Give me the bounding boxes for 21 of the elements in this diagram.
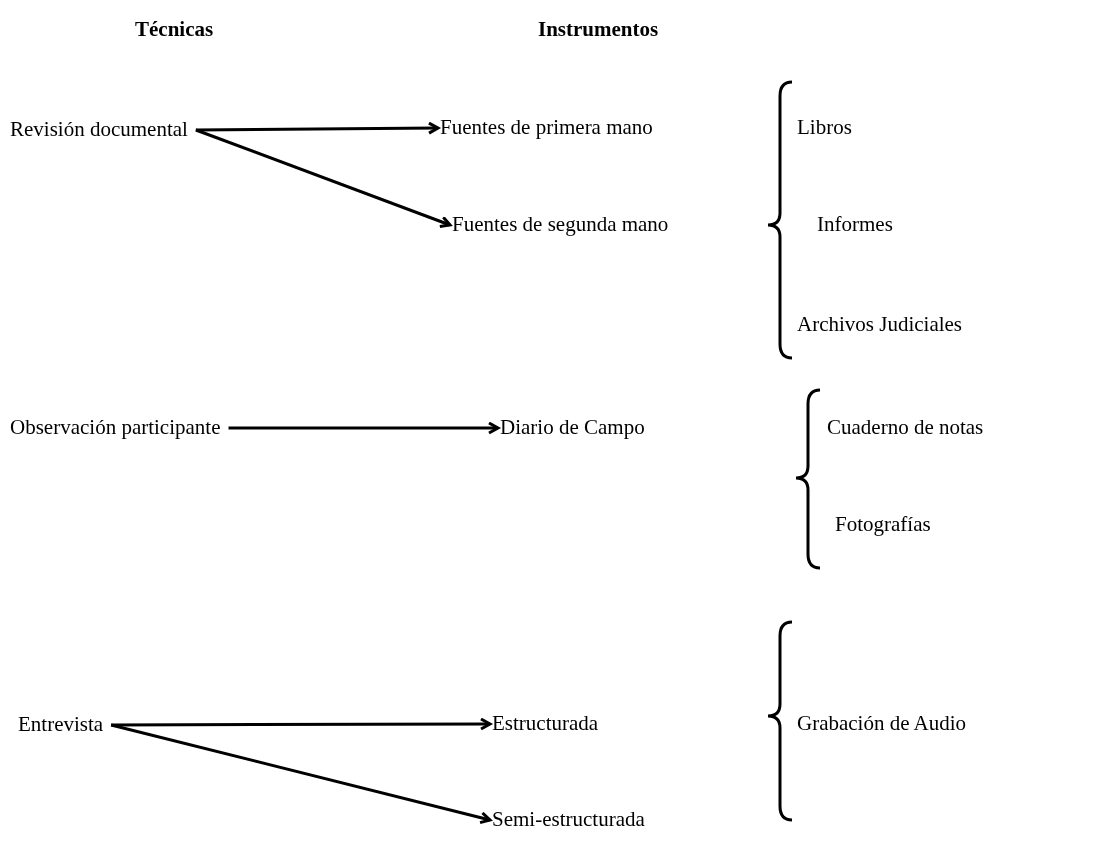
- column-heading: Instrumentos: [538, 17, 659, 43]
- node-text: Revisión documental: [10, 117, 188, 143]
- item-label: Fotografías: [835, 512, 931, 538]
- node-text: Fuentes de segunda mano: [452, 212, 669, 238]
- node-text: Entrevista: [18, 712, 104, 738]
- arrow: [111, 717, 492, 731]
- item-label: Informes: [817, 212, 893, 238]
- node-text: Estructurada: [492, 711, 599, 737]
- item-label: Archivos Judiciales: [797, 312, 963, 338]
- arrow: [195, 128, 452, 229]
- item-label: Grabación de Audio: [797, 711, 967, 737]
- column-heading: Técnicas: [135, 17, 214, 43]
- node-text: Observación participante: [10, 415, 221, 441]
- node-text: Semi-estructurada: [492, 807, 645, 833]
- arrow: [228, 421, 500, 435]
- arrow: [195, 121, 440, 135]
- node-text: Fuentes de primera mano: [440, 115, 653, 141]
- item-label: Libros: [797, 115, 852, 141]
- node-text: Diario de Campo: [500, 415, 645, 441]
- item-label: Cuaderno de notas: [827, 415, 984, 441]
- arrow: [110, 723, 492, 825]
